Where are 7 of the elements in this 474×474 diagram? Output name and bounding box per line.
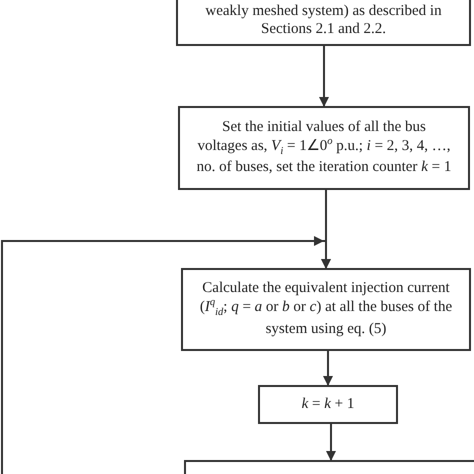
step-text: k = k + 1 (302, 394, 354, 412)
step-text: Set the initial values of all the bus voltages as, V$_{i}$ = 1∠0$^{o}$ p.u.; i = 2, 3, 4, …, no. of buses, set the iteration counter k = 1 (196, 118, 452, 176)
process-box (178, 106, 470, 190)
process-box (258, 385, 398, 424)
step-text: weakly meshed system) as described in Sections 2.1 and 2.2. (204, 2, 443, 38)
process-box (181, 268, 471, 351)
step-text: Calculate the equivalent injection current (I$^{q}$$_{id}$; q = a or b or c) at all the buses of the system using eq. (5) (199, 279, 453, 338)
